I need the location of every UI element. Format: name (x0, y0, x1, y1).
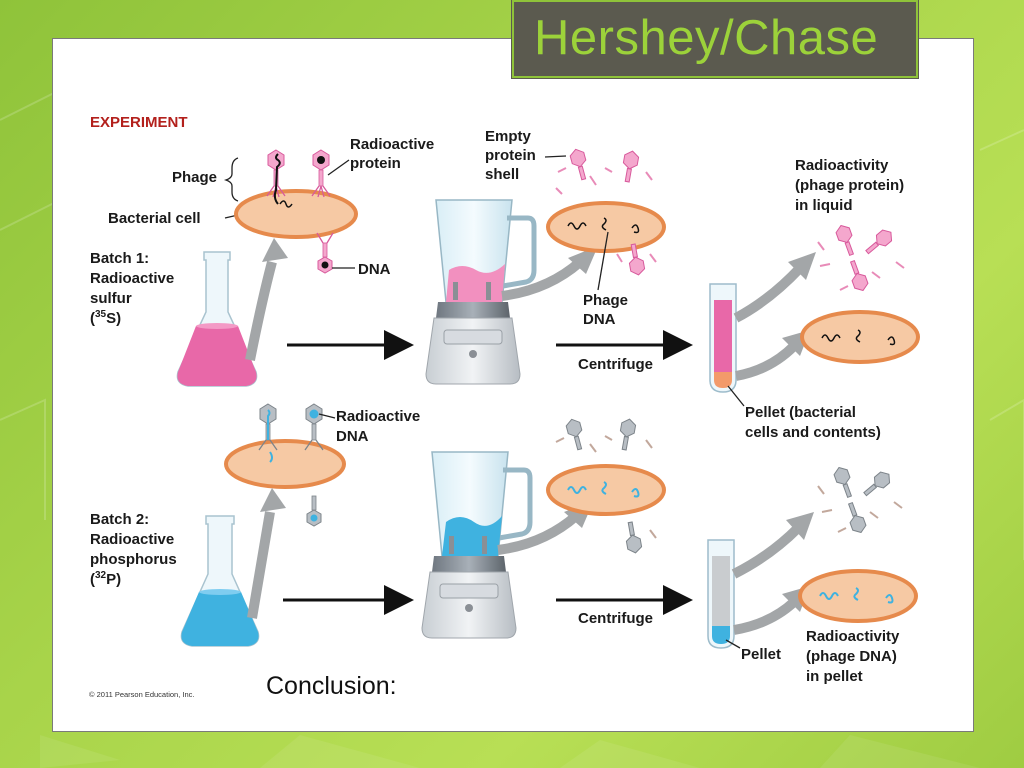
bacterial-cell-blended-batch1 (546, 201, 666, 253)
slide-title: Hershey/Chase (534, 11, 879, 65)
label-pellet-bacterial: Pellet (bacterial cells and contents) (745, 404, 881, 441)
label-batch1-isotope: (35S) (90, 309, 121, 327)
flask-batch1 (176, 251, 258, 387)
label-batch2: Batch 2: Radioactive phosphorus (90, 511, 178, 568)
copyright-text: © 2011 Pearson Education, Inc. (89, 690, 194, 699)
bacterial-cell-blended-batch2 (546, 464, 666, 516)
label-dna: DNA (358, 261, 391, 278)
label-phage-dna: Phage DNA (583, 292, 632, 328)
bacterial-cell-pellet-batch1 (800, 310, 920, 364)
flask-batch2 (180, 515, 260, 647)
liquid-phage-proteins (835, 224, 893, 292)
label-batch2-isotope: (32P) (90, 570, 121, 588)
test-tube-batch1 (709, 283, 737, 393)
test-tube-batch2 (707, 539, 735, 649)
bacterial-cell-batch2 (224, 439, 346, 489)
grey-empty-shells (565, 418, 643, 554)
phage-pink-group (266, 149, 334, 274)
empty-shell-phages (569, 148, 646, 276)
protein-fragments-1 (555, 167, 657, 263)
label-empty-protein-shell: Empty protein shell (485, 128, 540, 183)
phage-bracket (223, 157, 239, 202)
label-radioactivity-pellet: Radioactivity (phage DNA) in pellet (806, 628, 904, 685)
label-phage: Phage (172, 169, 217, 186)
liquid-grey-proteins (833, 466, 891, 534)
label-batch1: Batch 1: Radioactive sulfur (90, 250, 178, 307)
label-centrifuge-1: Centrifuge (578, 356, 653, 373)
experiment-heading: EXPERIMENT (90, 114, 188, 131)
label-radioactive-dna: Radioactive DNA (336, 408, 424, 445)
blender-batch2 (421, 451, 533, 639)
label-bacterial-cell: Bacterial cell (108, 210, 201, 227)
label-radioactive-protein: Radioactive protein (350, 136, 438, 172)
conclusion-text: Conclusion: (266, 672, 397, 700)
bacterial-cell-batch1 (234, 189, 358, 239)
bacterial-cell-pellet-batch2 (798, 569, 918, 623)
label-pellet: Pellet (741, 646, 781, 663)
phage-blue-group (258, 403, 324, 527)
title-box: Hershey/Chase (512, 0, 918, 78)
label-centrifuge-2: Centrifuge (578, 610, 653, 627)
label-radioactivity-liquid: Radioactivity (phage protein) in liquid (795, 157, 908, 214)
blender-batch1 (425, 199, 537, 385)
